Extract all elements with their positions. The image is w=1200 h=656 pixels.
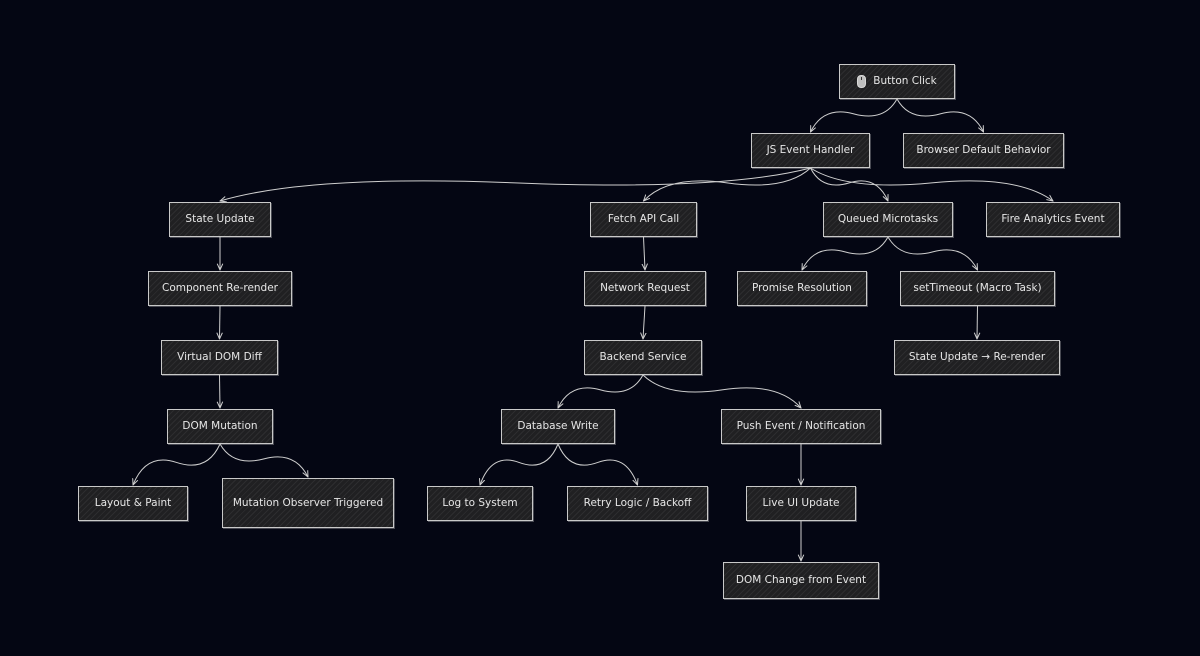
node-label: DOM Mutation [182,420,258,432]
node-dom-mutation[interactable]: DOM Mutation [167,409,273,444]
node-label: Layout & Paint [94,497,172,509]
edge-queued-microtasks-to-promise-resolution [802,236,889,270]
node-queued-microtasks[interactable]: Queued Microtasks [823,202,953,237]
edge-dom-mutation-to-mutation-observer [219,443,308,477]
edge-database-write-to-log-system [480,443,559,485]
node-label: Push Event / Notification [736,420,866,432]
node-live-ui-update[interactable]: Live UI Update [746,486,856,521]
node-fetch-api-call[interactable]: Fetch API Call [590,202,697,237]
node-label: Network Request [600,282,690,294]
node-label: Log to System [442,497,518,509]
node-network-request[interactable]: Network Request [584,271,706,306]
node-state-update-rerender[interactable]: State Update → Re-render [894,340,1060,375]
node-button-click[interactable]: Button Click [839,64,955,99]
node-push-event-notification[interactable]: Push Event / Notification [721,409,881,444]
node-label: setTimeout (Macro Task) [913,282,1042,294]
edge-backend-service-to-push-event [642,374,801,408]
node-mutation-observer-triggered[interactable]: Mutation Observer Triggered [222,478,394,528]
edge-fetch-api-to-network-request [644,236,646,270]
node-backend-service[interactable]: Backend Service [584,340,702,375]
edge-backend-service-to-database-write [558,374,644,408]
node-retry-logic-backoff[interactable]: Retry Logic / Backoff [567,486,708,521]
node-settimeout-macro-task[interactable]: setTimeout (Macro Task) [900,271,1055,306]
node-state-update[interactable]: State Update [169,202,271,237]
node-label: DOM Change from Event [735,574,867,586]
node-label: State Update → Re-render [908,351,1046,363]
edge-js-event-handler-to-fetch-api [644,167,811,201]
edge-virtual-dom-diff-to-dom-mutation [220,374,221,408]
node-label: Button Click [873,75,937,87]
node-label: State Update [185,213,255,225]
node-layout-paint[interactable]: Layout & Paint [78,486,188,521]
edge-js-event-handler-to-queued-microtasks [810,167,889,201]
node-label: Mutation Observer Triggered [232,496,384,509]
edge-dom-mutation-to-layout-paint [133,443,221,485]
mouse-icon [857,75,867,88]
node-virtual-dom-diff[interactable]: Virtual DOM Diff [161,340,278,375]
node-js-event-handler[interactable]: JS Event Handler [751,133,870,168]
node-label: Database Write [517,420,599,432]
node-fire-analytics-event[interactable]: Fire Analytics Event [986,202,1120,237]
node-label: Component Re-render [161,282,278,294]
node-label: Backend Service [599,351,687,363]
node-component-rerender[interactable]: Component Re-render [148,271,292,306]
node-label: Promise Resolution [752,282,852,294]
node-database-write[interactable]: Database Write [501,409,615,444]
node-promise-resolution[interactable]: Promise Resolution [737,271,867,306]
node-label: Virtual DOM Diff [177,351,262,363]
edge-js-event-handler-to-state-update [220,167,811,201]
node-log-to-system[interactable]: Log to System [427,486,533,521]
node-label: Live UI Update [762,497,840,509]
node-label: Fire Analytics Event [1001,213,1105,225]
node-dom-change-from-event[interactable]: DOM Change from Event [723,562,879,599]
node-label: Browser Default Behavior [916,144,1051,156]
edge-button-click-to-browser-default [896,98,984,132]
node-label: JS Event Handler [766,144,855,156]
edge-js-event-handler-to-fire-analytics [810,167,1054,201]
edge-database-write-to-retry-logic [557,443,638,485]
node-label: Retry Logic / Backoff [583,497,692,509]
edge-settimeout-to-state-update-rerender [977,305,978,339]
edge-button-click-to-js-event-handler [811,98,898,132]
edge-network-request-to-backend-service [643,305,645,339]
node-browser-default-behavior[interactable]: Browser Default Behavior [903,133,1064,168]
node-label: Queued Microtasks [837,213,939,225]
node-label: Fetch API Call [607,213,680,225]
edge-queued-microtasks-to-settimeout [887,236,978,270]
edge-component-rerender-to-virtual-dom-diff [220,305,221,339]
